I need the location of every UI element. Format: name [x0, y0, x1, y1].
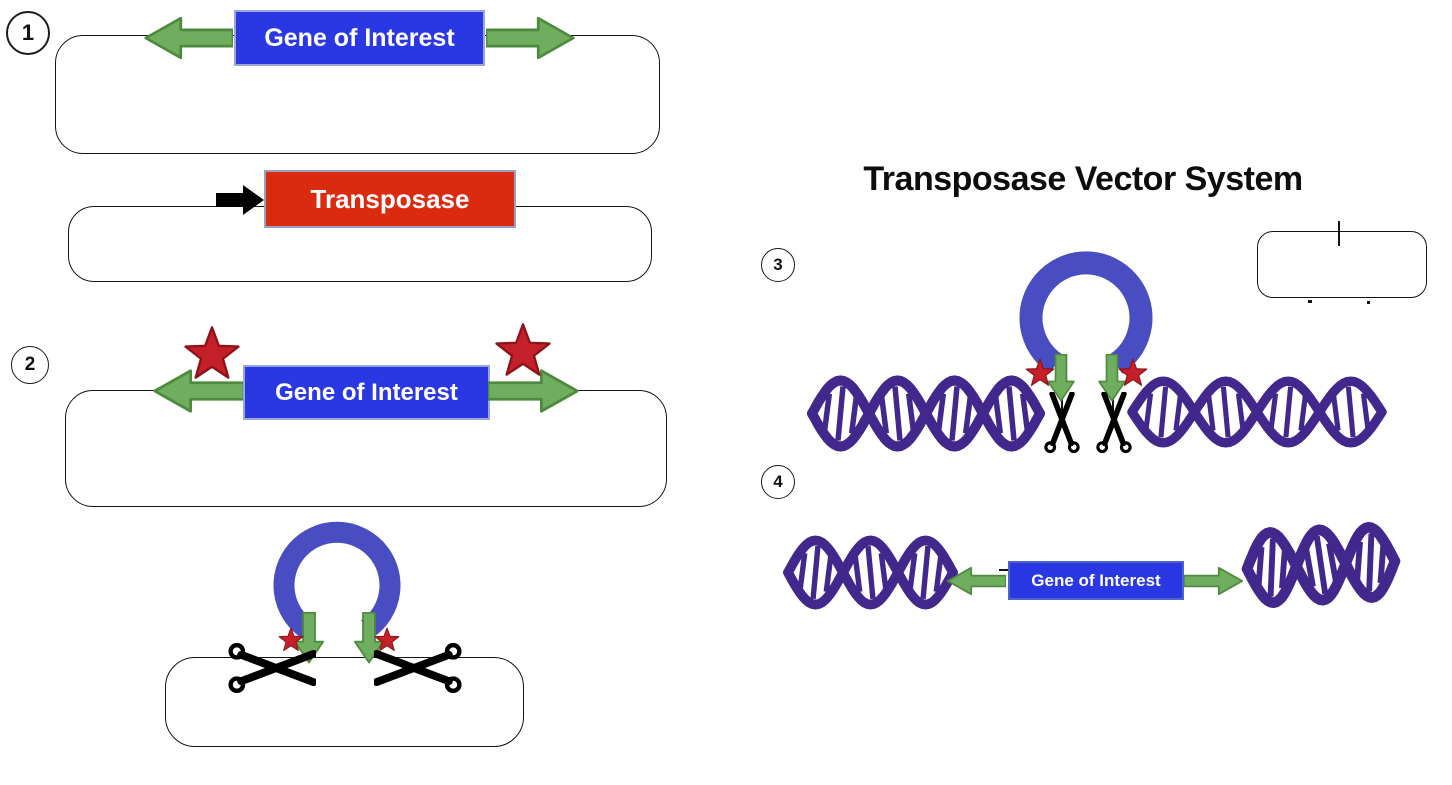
itr-arrow-left-icon	[946, 562, 1006, 600]
plasmid-tick-mark	[1338, 221, 1340, 246]
scissors-icon	[1042, 392, 1082, 454]
genomic-dna-helix-icon	[783, 535, 958, 610]
star-icon	[183, 325, 241, 383]
excised-transposon-loop-icon	[273, 521, 401, 638]
gene-of-interest-label: Gene of Interest	[264, 23, 455, 52]
itr-arrow-right-icon	[486, 15, 576, 61]
star-icon	[1025, 358, 1055, 388]
itr-arrow-left-icon	[143, 15, 233, 61]
scissors-icon	[374, 641, 462, 695]
cut-line	[1061, 388, 1063, 422]
genomic-dna-helix-icon	[1127, 376, 1387, 448]
star-icon	[1118, 358, 1148, 388]
cut-line	[1112, 388, 1114, 422]
gene-of-interest-label: Gene of Interest	[275, 378, 458, 406]
connector-dash	[999, 569, 1008, 571]
gene-of-interest-label: Gene of Interest	[1031, 570, 1161, 590]
stray-dot	[1308, 300, 1312, 303]
step-2-number: 2	[24, 354, 36, 375]
excised-transposon-loop-icon	[1019, 251, 1153, 374]
genomic-dna-helix-icon	[806, 375, 1046, 452]
plasmid-backbone-empty	[165, 657, 524, 747]
gene-of-interest-box-3: Gene of Interest	[1008, 561, 1184, 600]
star-icon	[494, 322, 552, 380]
itr-arrow-right-icon	[1184, 562, 1244, 600]
page-title: Transposase Vector System	[863, 160, 1303, 198]
step-4-number: 4	[773, 472, 783, 491]
step-4-badge: 4	[761, 465, 795, 499]
gene-of-interest-box-2: Gene of Interest	[243, 365, 490, 420]
step-1-badge: 1	[6, 11, 50, 55]
transposase-box: Transposase	[264, 170, 516, 228]
promoter-arrow-icon	[216, 182, 266, 218]
step-3-number: 3	[773, 255, 783, 274]
scissors-icon	[228, 641, 316, 695]
step-3-badge: 3	[761, 248, 795, 282]
gene-of-interest-box-1: Gene of Interest	[234, 10, 485, 66]
stray-dot	[1367, 301, 1370, 304]
step-1-number: 1	[21, 20, 35, 45]
step-2-badge: 2	[11, 346, 49, 384]
plasmid-partial-top-right	[1257, 231, 1427, 298]
scissors-icon	[1094, 392, 1134, 454]
genomic-dna-helix-icon	[1241, 521, 1401, 609]
transposase-label: Transposase	[310, 183, 470, 214]
